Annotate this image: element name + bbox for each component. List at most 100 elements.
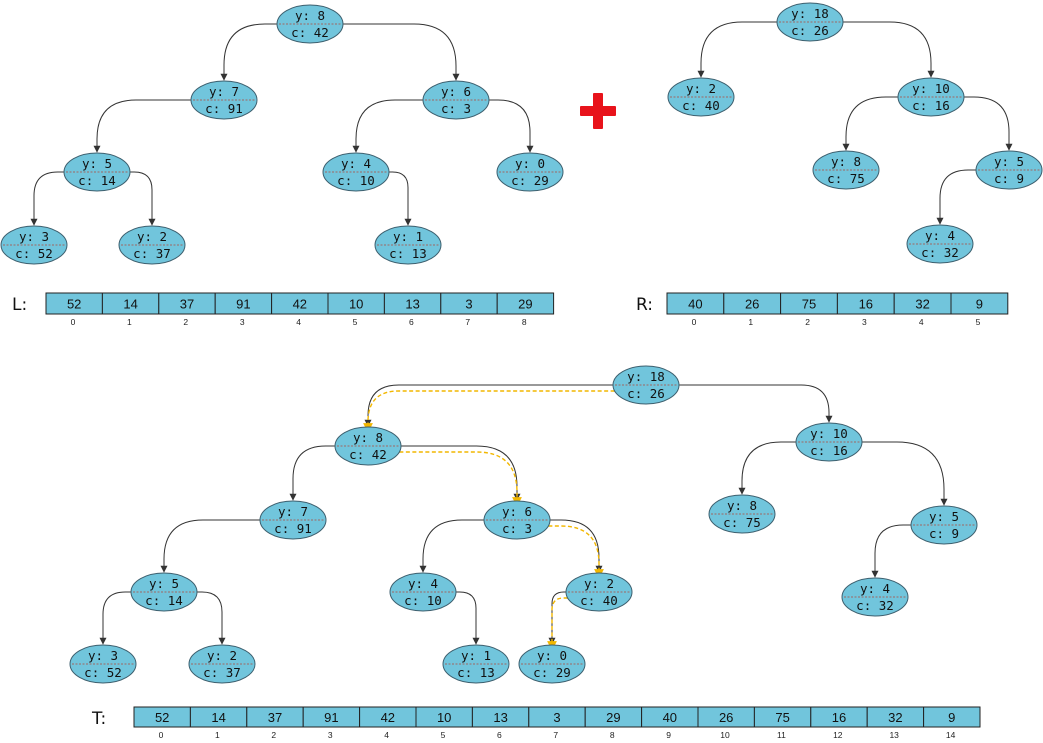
array-index-label: 1 [127, 317, 132, 327]
node-value-label: c: 3 [441, 101, 471, 116]
array-cell: 95 [950, 292, 1009, 327]
node-key-label: y: 5 [994, 154, 1024, 169]
array-cell: 372 [246, 706, 304, 740]
node-key-label: y: 2 [137, 229, 167, 244]
node-value-label: c: 16 [912, 98, 950, 113]
node-key-label: y: 2 [207, 648, 237, 663]
edge-left-L6-L0 [487, 99, 534, 153]
array-cell-value: 16 [859, 297, 873, 312]
array-index-label: 5 [441, 730, 446, 740]
node-key-label: y: 5 [929, 509, 959, 524]
tree-node-right-R2: y: 2c: 40 [667, 77, 735, 117]
node-key-label: y: 4 [925, 228, 955, 243]
node-key-label: y: 5 [82, 156, 112, 171]
tree-node-right-R10: y: 10c: 16 [897, 77, 965, 117]
tree-node-right-R18: y: 18c: 26 [776, 2, 844, 42]
node-value-label: c: 52 [84, 665, 122, 680]
merge-path-edge-M6-M2 [548, 525, 604, 579]
node-key-label: y: 8 [831, 154, 861, 169]
array-cell: 914 [923, 706, 981, 740]
array-cell-value: 40 [663, 710, 677, 725]
arrays-layer: L:52014137291342410513637298R:4002617521… [12, 292, 1009, 740]
tree-node-right-R4: y: 4c: 32 [906, 224, 974, 264]
node-value-label: c: 13 [389, 246, 427, 261]
array-cell-value: 14 [211, 710, 225, 725]
array-cell: 13 6 [383, 292, 442, 327]
node-value-label: c: 9 [994, 171, 1024, 186]
node-key-label: y: 4 [408, 576, 438, 591]
array-cell: 298 [496, 292, 555, 327]
array-index-label: 6 [409, 317, 414, 327]
edge-left-L5-L3 [30, 171, 66, 226]
edge-merged-M18-M8 [364, 384, 615, 427]
tree-node-left-L6: y: 6 c: 3 [422, 80, 490, 120]
node-key-label: y: 3 [88, 648, 118, 663]
array-index-label: 5 [353, 317, 358, 327]
node-value-label: c: 14 [78, 173, 116, 188]
tree-node-left-L4: y: 4c: 10 [322, 152, 390, 192]
tree-node-merged-M18: y: 18 c: 26 [612, 365, 680, 405]
node-key-label: y: 8 [295, 8, 325, 23]
array-label: T: [91, 709, 106, 729]
node-key-label: y: 6 [441, 84, 471, 99]
array-index-label: 9 [666, 730, 671, 740]
node-key-label: y: 6 [502, 504, 532, 519]
array-cell-value: 14 [123, 297, 137, 312]
array-index-label: 0 [159, 730, 164, 740]
tree-node-right-R5: y: 5 c: 9 [975, 150, 1043, 190]
array-cell-value: 75 [802, 297, 816, 312]
edge-right-R10-R5 [962, 96, 1013, 151]
node-value-label: c: 13 [457, 665, 495, 680]
node-key-label: y: 10 [810, 426, 848, 441]
tree-node-left-L8: y: 8c: 42 [276, 4, 344, 44]
edge-merged-M6-M4 [419, 519, 486, 573]
node-value-label: c: 91 [205, 101, 243, 116]
node-key-label: y: 18 [627, 369, 665, 384]
array-index-label: 8 [610, 730, 615, 740]
node-value-label: c: 32 [856, 598, 894, 613]
node-value-label: c: 9 [929, 526, 959, 541]
edge-right-R18-R2 [697, 21, 779, 78]
array-cell: 298 [584, 706, 643, 740]
array-index-label: 0 [692, 317, 697, 327]
node-key-label: y: 7 [209, 84, 239, 99]
node-value-label: c: 26 [627, 386, 665, 401]
edge-left-L8-L6 [341, 23, 460, 81]
array-cell-value: 91 [324, 710, 338, 725]
tree-node-merged-M2: y: 2c: 40 [565, 572, 633, 612]
merge-path-layer [363, 390, 615, 651]
tree-node-merged-M0: y: 0c: 29 [518, 644, 586, 684]
array-index-label: 3 [240, 317, 245, 327]
array-T: T:52014137291342410513637298409261075111… [91, 706, 981, 740]
edge-merged-M8-M7 [289, 445, 337, 501]
edge-left-L8-L7 [220, 23, 279, 81]
node-value-label: c: 29 [533, 665, 571, 680]
array-cell-value: 75 [775, 710, 789, 725]
plus-icon [580, 93, 616, 129]
node-key-label: y: 1 [393, 229, 423, 244]
tree-node-merged-M6: y: 6c: 3 [483, 500, 551, 540]
array-index-label: 13 [889, 730, 899, 740]
array-cell-value: 52 [67, 297, 81, 312]
node-value-label: c: 40 [580, 593, 618, 608]
node-key-label: y: 3 [19, 229, 49, 244]
node-value-label: c: 14 [145, 593, 183, 608]
array-cell: 424 [271, 292, 329, 327]
array-cell-value: 42 [381, 710, 395, 725]
array-index-label: 0 [71, 317, 76, 327]
node-value-label: c: 75 [827, 171, 865, 186]
array-index-label: 14 [946, 730, 956, 740]
node-value-label: c: 37 [203, 665, 241, 680]
array-cell: 520 [133, 706, 191, 740]
array-cell: 372 [158, 292, 216, 327]
array-cell-value: 13 [405, 297, 419, 312]
tree-node-merged-M1: y: 1 c: 13 [442, 644, 510, 684]
array-cell: 52 0 [45, 292, 103, 327]
node-key-label: y: 8 [727, 498, 757, 513]
node-key-label: y: 1 [461, 648, 491, 663]
